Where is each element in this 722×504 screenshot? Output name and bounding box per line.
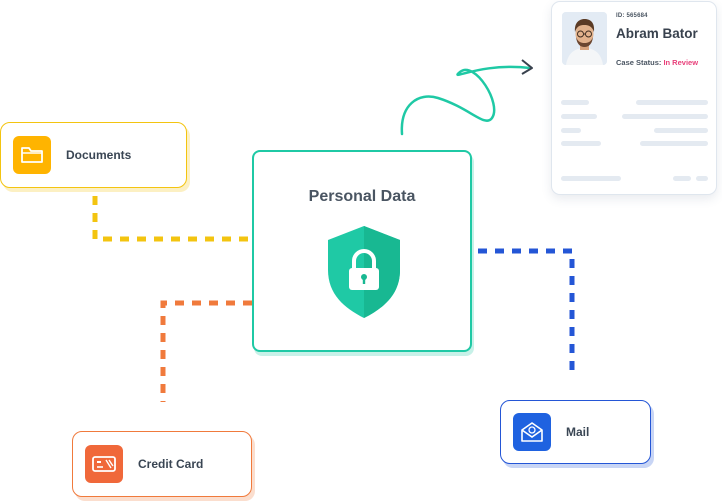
profile-id-card[interactable]: ID: 565684 Abram Bator Case Status:In Re… bbox=[551, 1, 717, 195]
case-status-label: Case Status: bbox=[616, 58, 662, 67]
placeholder-line bbox=[561, 100, 589, 105]
credit-card-connector bbox=[160, 300, 252, 402]
profile-name: Abram Bator bbox=[616, 26, 698, 41]
credit-card-node[interactable]: Credit Card bbox=[72, 431, 252, 497]
placeholder-line bbox=[640, 141, 708, 146]
credit-card-icon bbox=[85, 445, 123, 483]
arrow-head bbox=[521, 59, 533, 75]
credit-card-label: Credit Card bbox=[138, 457, 204, 471]
placeholder-line bbox=[561, 176, 621, 181]
case-status-value: In Review bbox=[663, 58, 699, 67]
mail-label: Mail bbox=[566, 425, 590, 439]
placeholder-line bbox=[636, 100, 708, 105]
documents-node[interactable]: Documents bbox=[0, 122, 187, 188]
mail-connector bbox=[478, 248, 575, 372]
curly-arrow bbox=[400, 65, 532, 136]
placeholder-line bbox=[622, 114, 708, 119]
mail-node[interactable]: Mail bbox=[500, 400, 651, 464]
personal-data-title: Personal Data bbox=[308, 188, 416, 205]
case-status: Case Status:In Review bbox=[616, 58, 698, 67]
placeholder-line bbox=[673, 176, 691, 181]
personal-data-card: Personal Data bbox=[252, 150, 472, 352]
placeholder-line bbox=[561, 114, 597, 119]
documents-label: Documents bbox=[66, 148, 132, 162]
shield-lock-icon bbox=[328, 226, 400, 318]
folder-icon bbox=[13, 136, 51, 174]
placeholder-line bbox=[696, 176, 708, 181]
documents-connector bbox=[92, 196, 252, 242]
avatar bbox=[562, 12, 607, 65]
placeholder-line bbox=[654, 128, 708, 133]
mail-icon bbox=[513, 413, 551, 451]
placeholder-line bbox=[561, 128, 581, 133]
placeholder-line bbox=[561, 141, 601, 146]
profile-id: ID: 565684 bbox=[616, 13, 648, 19]
